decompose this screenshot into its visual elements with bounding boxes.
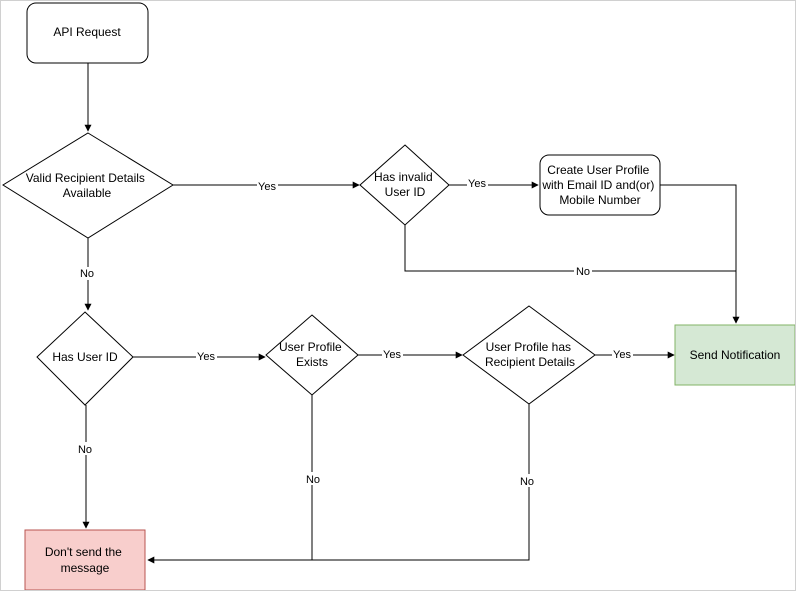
hasuser-no-label: No [78,444,92,456]
exists-yes-label: Yes [383,349,401,361]
hasuser-yes-label: Yes [197,351,215,363]
user-profile-has-recipient-label: User Profile has Recipient Details [485,340,575,369]
edge-invalid-no [404,225,736,272]
edge-create-to-send [660,184,740,324]
edge-exists-no [147,395,313,564]
hasrecip-yes-label: Yes [613,349,631,361]
api-request-node [26,2,149,64]
send-notification-node [674,324,795,386]
create-user-profile-label: Create User Profile with Email ID and(or… [541,163,657,207]
valid-yes-label: Yes [258,181,276,193]
user-profile-has-recipient-decision [462,305,596,405]
dont-send-node [24,529,146,590]
has-invalid-user-id-label: Has invalid User ID [374,170,436,199]
invalid-yes-label: Yes [468,178,486,190]
hasrecip-no-label: No [520,476,534,488]
send-notification-label: Send Notification [690,348,781,362]
has-user-id-label: Has User ID [52,350,118,364]
user-profile-exists-decision [265,314,359,396]
has-user-id-decision [36,311,134,406]
edge-hasrecip-no [312,404,530,561]
has-invalid-user-id-decision [359,144,450,226]
valid-recipient-label: Valid Recipient Details Available [26,171,149,200]
exists-no-label: No [306,474,320,486]
create-user-profile-node [539,154,661,216]
invalid-no-label: No [576,266,590,278]
api-request-label: API Request [53,25,121,39]
valid-recipient-decision [2,132,174,239]
valid-no-label: No [80,268,94,280]
dont-send-label: Don't send the message [45,545,125,575]
edge-labels: Yes Yes No No Yes Yes Yes No No No [76,177,633,488]
user-profile-exists-label: User Profile Exists [279,340,345,369]
